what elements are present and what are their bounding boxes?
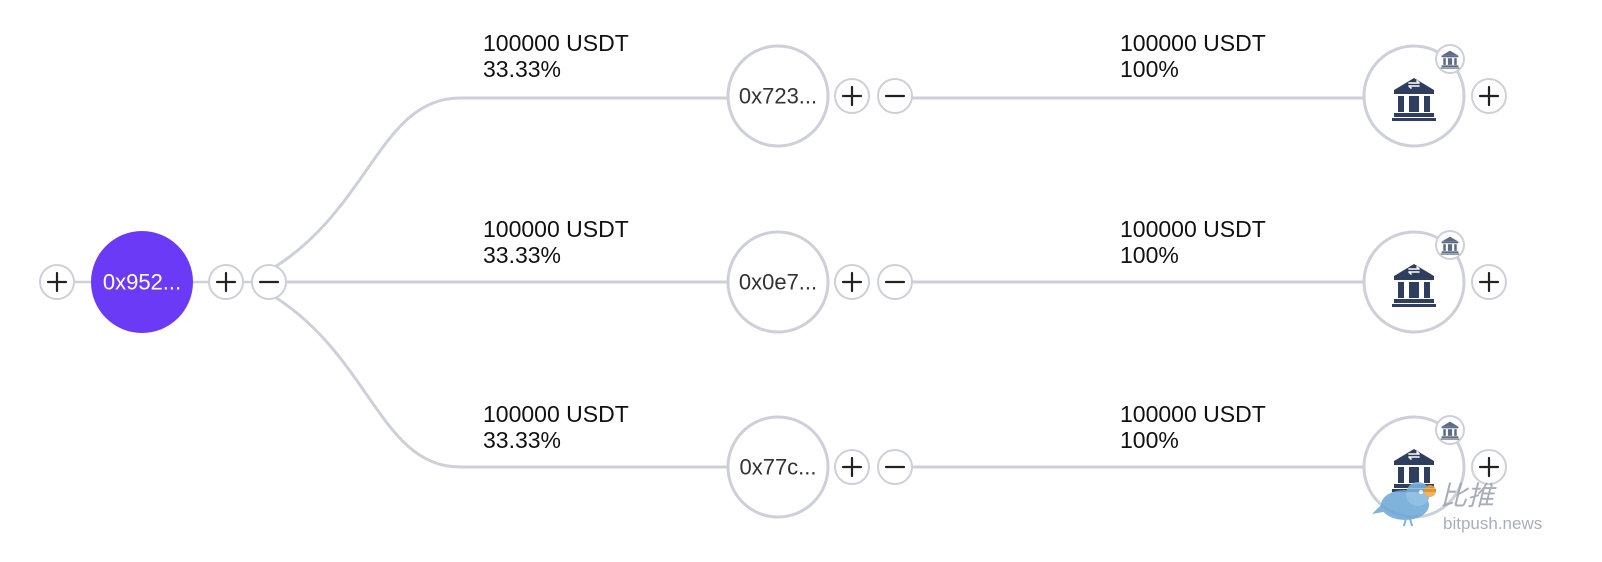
edge-amount: 100000 USDT xyxy=(1120,30,1266,56)
root-expand-right-button[interactable] xyxy=(208,264,244,300)
exchange-3-expand-button[interactable] xyxy=(1471,449,1507,485)
address-node-3[interactable]: 0x77c... xyxy=(726,415,830,519)
exchange-node-2[interactable] xyxy=(1362,230,1466,334)
exchange-badge xyxy=(1435,415,1465,445)
address-node-1[interactable]: 0x723... xyxy=(726,44,830,148)
node-2-expand-button[interactable] xyxy=(834,264,870,300)
plus-icon xyxy=(1478,271,1500,293)
address-node-label: 0x77c... xyxy=(739,455,816,480)
edge-label-level-2-row-3: 100000 USDT 100% xyxy=(1120,401,1266,453)
bank-icon xyxy=(1392,264,1436,307)
edge-percent: 100% xyxy=(1120,427,1179,453)
exchange-1-expand-button[interactable] xyxy=(1471,78,1507,114)
bird-logo-icon xyxy=(1372,482,1436,527)
exchange-badge xyxy=(1435,44,1465,74)
node-3-collapse-button[interactable] xyxy=(877,449,913,485)
edge-amount: 100000 USDT xyxy=(1120,216,1266,242)
edges-level-1 xyxy=(269,96,728,469)
watermark-text: 比推 xyxy=(1440,481,1497,512)
root-collapse-right-button[interactable] xyxy=(251,264,287,300)
edge-percent: 33.33% xyxy=(483,56,561,82)
root-node-label: 0x952... xyxy=(103,270,181,295)
plus-icon xyxy=(215,271,237,293)
edge-root-to-node-1 xyxy=(269,96,728,272)
edge-percent: 100% xyxy=(1120,242,1179,268)
node-1-collapse-button[interactable] xyxy=(877,78,913,114)
edge-label-level-1-row-2: 100000 USDT 33.33% xyxy=(483,216,629,268)
edge-amount: 100000 USDT xyxy=(483,401,629,427)
plus-icon xyxy=(841,456,863,478)
edge-amount: 100000 USDT xyxy=(1120,401,1266,427)
bank-icon xyxy=(1392,449,1436,492)
edge-amount: 100000 USDT xyxy=(483,30,629,56)
root-node[interactable]: 0x952... xyxy=(91,231,193,333)
plus-icon xyxy=(841,85,863,107)
plus-icon xyxy=(1478,85,1500,107)
edge-percent: 100% xyxy=(1120,56,1179,82)
edge-percent: 33.33% xyxy=(483,427,561,453)
address-node-label: 0x723... xyxy=(739,84,817,109)
exchange-node-1[interactable] xyxy=(1362,44,1466,148)
edge-label-level-1-row-1: 100000 USDT 33.33% xyxy=(483,30,629,82)
plus-icon xyxy=(46,271,68,293)
root-node-circle[interactable] xyxy=(91,231,193,333)
plus-icon xyxy=(1478,456,1500,478)
watermark: 比推 bitpush.news xyxy=(1372,481,1542,533)
root-expand-left-button[interactable] xyxy=(39,264,75,300)
bank-icon xyxy=(1392,78,1436,121)
exchange-badge xyxy=(1435,230,1465,260)
edge-label-level-2-row-2: 100000 USDT 100% xyxy=(1120,216,1266,268)
address-node-2[interactable]: 0x0e7... xyxy=(726,230,830,334)
node-1-expand-button[interactable] xyxy=(834,78,870,114)
edge-label-level-1-row-3: 100000 USDT 33.33% xyxy=(483,401,629,453)
plus-icon xyxy=(841,271,863,293)
address-node-label: 0x0e7... xyxy=(739,270,817,295)
edges-level-2 xyxy=(912,96,1363,469)
edge-label-level-2-row-1: 100000 USDT 100% xyxy=(1120,30,1266,82)
edge-root-to-node-3 xyxy=(269,292,728,469)
node-2-collapse-button[interactable] xyxy=(877,264,913,300)
edge-percent: 33.33% xyxy=(483,242,561,268)
watermark-url: bitpush.news xyxy=(1443,514,1542,533)
edge-amount: 100000 USDT xyxy=(483,216,629,242)
exchange-2-expand-button[interactable] xyxy=(1471,264,1507,300)
node-3-expand-button[interactable] xyxy=(834,449,870,485)
